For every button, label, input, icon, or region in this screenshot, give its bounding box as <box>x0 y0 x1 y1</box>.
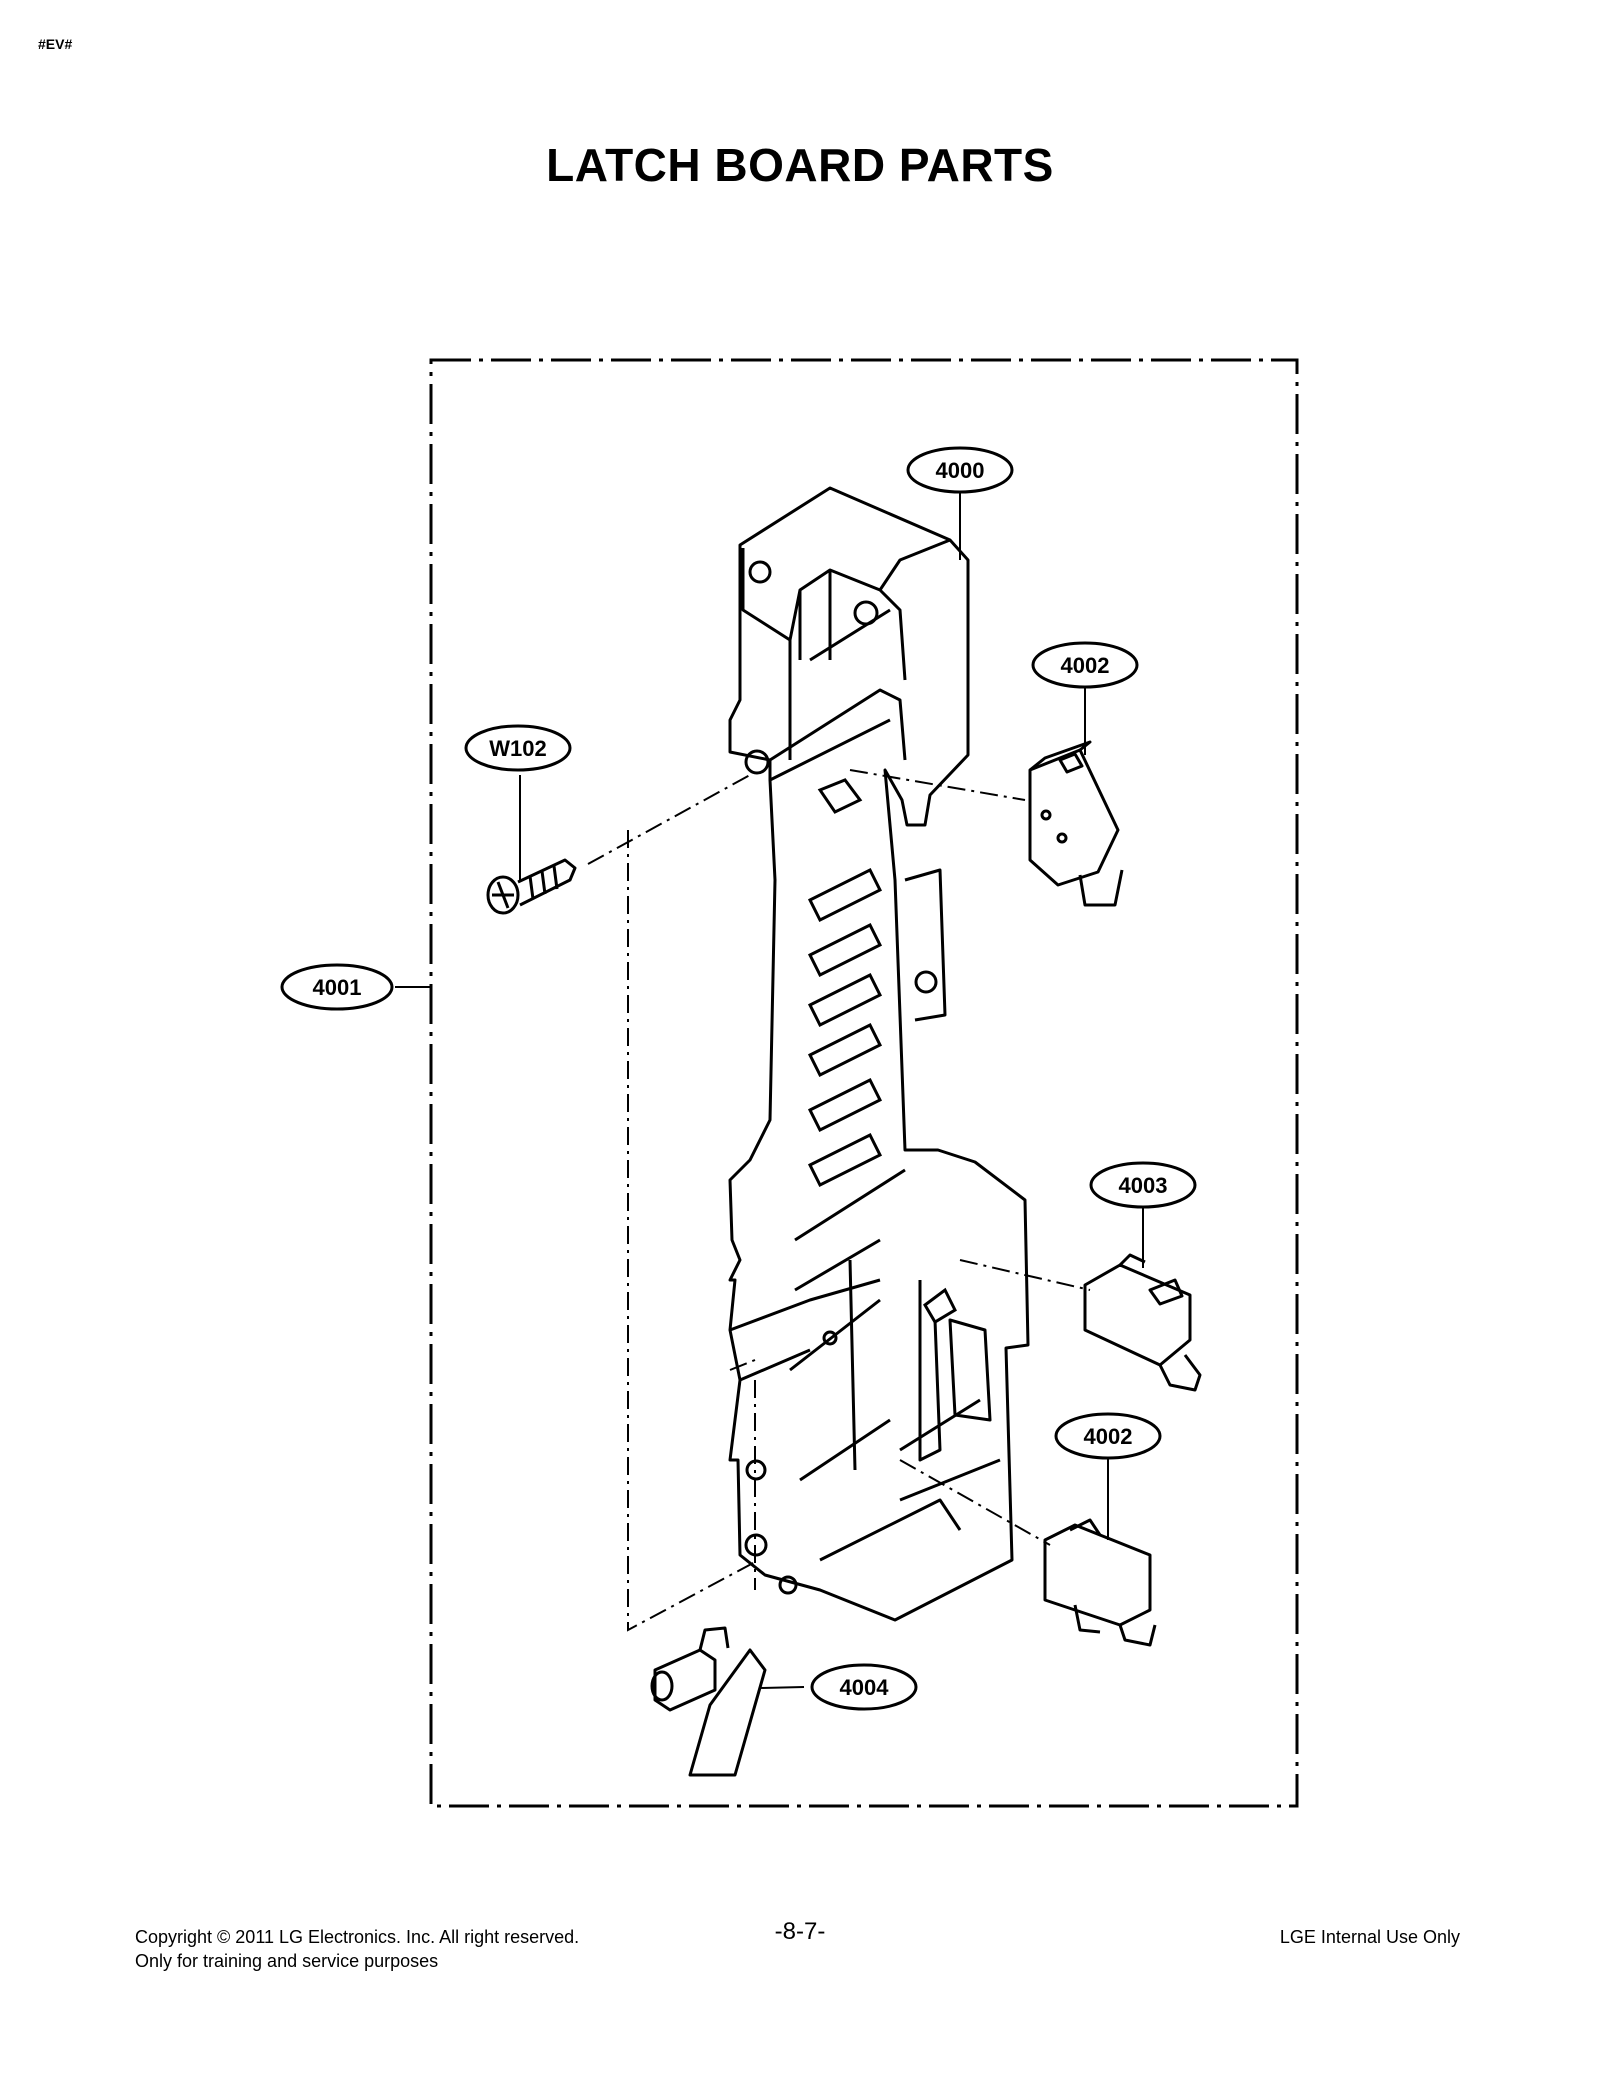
micro-switch-4003 <box>1083 1253 1202 1392</box>
callout-4000: 4000 <box>906 446 1014 494</box>
footer-purpose: Only for training and service purposes <box>135 1951 439 1971</box>
svg-text:4002: 4002 <box>1084 1424 1133 1449</box>
svg-text:4000: 4000 <box>936 458 985 483</box>
micro-switch-4002-lower <box>1043 1518 1157 1647</box>
svg-text:W102: W102 <box>489 736 546 761</box>
callout-w102: W102 <box>464 724 572 772</box>
assembly-guides <box>587 769 1091 1632</box>
svg-text:4001: 4001 <box>313 975 362 1000</box>
svg-text:4004: 4004 <box>840 1675 890 1700</box>
callout-4004: 4004 <box>810 1663 918 1711</box>
callout-4002-upper: 4002 <box>1031 641 1139 689</box>
footer-copyright-block: Copyright © 2011 LG Electronics. Inc. Al… <box>135 1925 579 1973</box>
screw-w102 <box>486 858 577 915</box>
latch-board-frame <box>728 486 1030 1622</box>
latch-board-ribs <box>807 778 957 1325</box>
svg-text:4003: 4003 <box>1119 1173 1168 1198</box>
leader-lines <box>395 493 1144 1689</box>
footer-copyright: Copyright © 2011 LG Electronics. Inc. Al… <box>135 1927 580 1947</box>
svg-text:4002: 4002 <box>1061 653 1110 678</box>
latch-lever-4004 <box>650 1626 767 1777</box>
callout-4001: 4001 <box>280 963 394 1011</box>
footer-internal-use: LGE Internal Use Only <box>1279 1927 1460 1947</box>
page-title: LATCH BOARD PARTS <box>546 139 1054 191</box>
callout-4003: 4003 <box>1089 1161 1197 1209</box>
page-number: -8-7- <box>774 1918 826 1945</box>
assembly-boundary <box>429 358 1299 1808</box>
callout-4002-lower: 4002 <box>1054 1412 1162 1460</box>
document-mark: #EV# <box>38 36 73 52</box>
micro-switch-4002-upper <box>1028 740 1124 907</box>
